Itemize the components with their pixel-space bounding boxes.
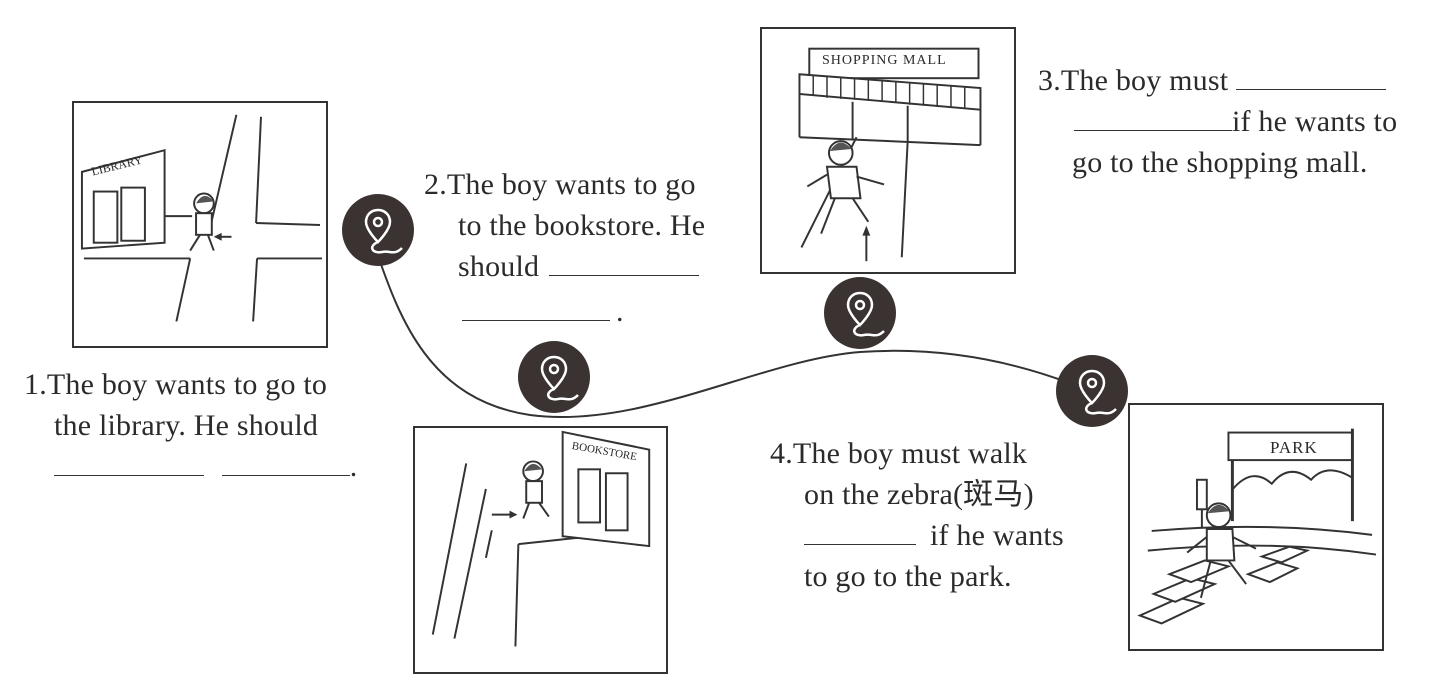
question-3: 3.The boy must if he wants to go to the … [1038,60,1397,183]
question-text: The boy wants to go to [46,368,328,401]
park-sign: PARK [1270,438,1318,457]
shopping-mall-sign: SHOPPING MALL [822,53,947,68]
library-picture: LIBRARY [72,101,328,348]
question-number: 1. [24,368,47,401]
question-text: go to the shopping mall. [1072,146,1368,179]
question-text: the library. He should [54,409,319,442]
answer-blank[interactable] [54,449,204,476]
period: . [616,295,624,328]
location-pin-icon [824,277,896,349]
question-4: 4.The boy must walk on the zebra(斑马) if … [770,433,1064,597]
question-number: 4. [770,437,793,470]
question-1: 1.The boy wants to go to the library. He… [24,364,357,487]
question-text: on the zebra(斑马) [804,478,1034,511]
answer-blank[interactable] [548,249,699,276]
question-text: The boy wants to go [446,168,696,201]
park-picture: PARK [1128,403,1384,651]
question-number: 3. [1038,64,1061,97]
answer-blank[interactable] [1236,63,1386,90]
answer-blank[interactable] [221,449,350,476]
answer-blank[interactable] [804,518,916,545]
question-text: The boy must walk [792,437,1028,470]
question-2: 2.The boy wants to go to the bookstore. … [424,164,705,332]
answer-blank[interactable] [462,294,610,321]
answer-blank[interactable] [1074,104,1232,131]
question-number: 2. [424,168,447,201]
question-text: if he wants [930,519,1064,552]
period: . [349,450,358,483]
question-text: should [458,250,540,283]
location-pin-icon [1056,355,1128,427]
location-pin-icon [342,194,414,266]
question-text: if he wants to [1232,105,1398,138]
location-pin-icon [518,341,590,413]
question-text: The boy must [1060,64,1229,97]
shopping-mall-picture: SHOPPING MALL [760,27,1016,274]
bookstore-picture: BOOKSTORE [413,426,668,674]
question-text: to go to the park. [804,560,1012,593]
question-text: to the bookstore. He [458,209,706,242]
